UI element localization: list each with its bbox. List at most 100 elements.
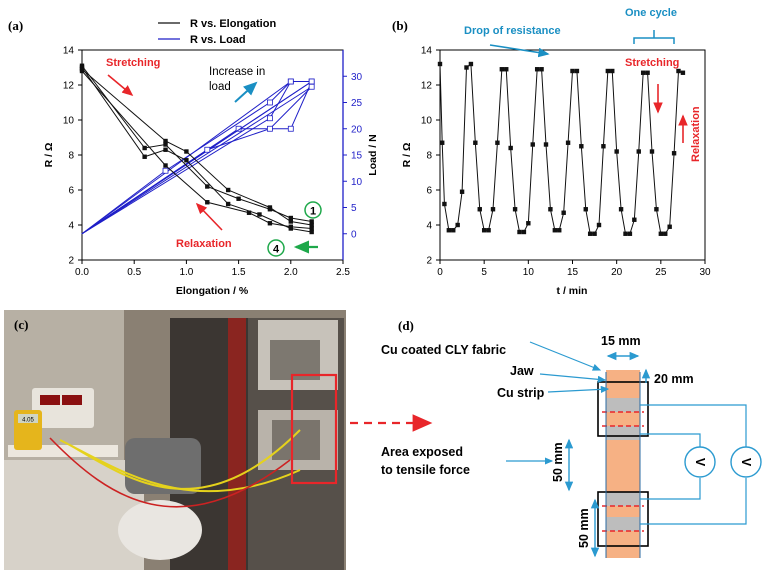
load-point (267, 125, 273, 132)
annotation-increase-line2: load (209, 81, 231, 93)
resistance-point (309, 219, 314, 224)
chart-a-y2-tick-label: 15 (351, 151, 363, 162)
resistance-time-point (654, 207, 659, 212)
resistance-time-point (440, 140, 445, 145)
cu-strip-top-2 (606, 426, 640, 440)
resistance-time-point (649, 149, 655, 154)
resistance-time-point (521, 229, 527, 235)
gauge-label-2: 50 mm (577, 508, 591, 548)
resistance-time-point (473, 140, 478, 145)
chart-a-y-tick-label: 8 (68, 151, 74, 162)
chart-a-y-tick-label: 12 (63, 81, 75, 92)
voltmeter-outer-label: V (739, 458, 753, 467)
photo-table (4, 460, 144, 570)
chart-a-y2-tick-label: 25 (351, 98, 363, 109)
resistance-time-point (490, 207, 496, 212)
specimen-diagram: 15 mm 20 mm 50 mm 50 mm Cu coated CLY fa… (381, 334, 762, 558)
resistance-time-point (468, 61, 474, 67)
annotation-one-cycle: One cycle (625, 7, 677, 19)
resistance-point (267, 205, 273, 210)
chart-a-y2-tick-label: 20 (351, 124, 363, 135)
resistance-time-point (658, 231, 664, 236)
resistance-time-point (671, 151, 677, 156)
chart-b-y-tick-label: 14 (421, 46, 433, 57)
chart-a-y-tick-label: 4 (68, 221, 74, 232)
label-area-line2: to tensile force (381, 463, 470, 477)
resistance-time-point (574, 68, 580, 74)
resistance-point (267, 221, 273, 226)
annotation-drop: Drop of resistance (464, 25, 561, 37)
chart-b-x-tick-label: 15 (567, 267, 579, 278)
resistance-time-point (614, 149, 619, 154)
annotation-relaxation: Relaxation (176, 238, 232, 250)
chart-b-x-tick-label: 0 (437, 267, 443, 278)
resistance-point (205, 184, 210, 189)
resistance-time-point (601, 144, 606, 149)
chart-a-y2-tick-label: 0 (351, 229, 357, 240)
jaw-top (597, 381, 649, 437)
voltmeter-inner-label: V (693, 458, 707, 467)
voltmeter-outer (730, 446, 762, 478)
resistance-point (163, 147, 168, 152)
load-point (162, 167, 169, 174)
chart-a-x-tick-label: 1.5 (232, 267, 246, 278)
chart-a-y-label: R / Ω (43, 143, 55, 168)
resistance-point (288, 219, 293, 224)
resistance-point (288, 215, 293, 221)
resistance-time-point (627, 231, 633, 236)
resistance-time-line (439, 63, 684, 235)
photo-display-right (62, 395, 82, 405)
chart-b-y-tick-label: 8 (426, 151, 432, 162)
photo-clamp-jaw-top (270, 340, 320, 380)
photo-clamp-jaw-bottom (272, 420, 320, 460)
chart-b-y-tick-label: 12 (421, 81, 433, 92)
chart-a-y-tick-label: 10 (63, 116, 75, 127)
annotation-stretching: Stretching (106, 57, 160, 69)
label-fabric: Cu coated CLY fabric (381, 343, 506, 357)
resistance-time-point (548, 207, 553, 212)
resistance-point (309, 222, 314, 228)
legend-label-resistance: R vs. Elongation (190, 18, 276, 30)
relaxation-arrow (195, 202, 223, 231)
resistance-time-point (636, 149, 641, 154)
resistance-time-point (592, 231, 597, 236)
resistance-point (163, 142, 168, 147)
chart-a-y2-tick-label: 5 (351, 203, 357, 214)
resistance-time-point (570, 68, 575, 74)
resistance-time-point (499, 67, 505, 72)
resistance-time-point (565, 140, 571, 145)
panel-label-d: (d) (398, 318, 414, 333)
legend-label-load: R vs. Load (190, 34, 246, 46)
load-cycle-line-3 (81, 86, 313, 235)
resistance-point (246, 210, 252, 215)
chart-b-y-tick-label: 6 (426, 186, 432, 197)
resistance-time-point (526, 221, 531, 226)
resistance-time-point (579, 144, 584, 149)
resistance-time-point (561, 210, 566, 215)
resistance-time-point (552, 228, 558, 233)
load-point (204, 146, 211, 153)
leader-fabric (529, 341, 602, 371)
label-area-line1: Area exposed (381, 445, 463, 459)
resistance-time-point (680, 70, 686, 75)
chart-a-x-label: Elongation / % (176, 285, 249, 297)
chart-b-x-tick-label: 5 (481, 267, 487, 278)
resistance-point (205, 200, 210, 205)
chart-b-x-tick-label: 20 (611, 267, 623, 278)
wire-inner-top (640, 433, 701, 447)
resistance-time-point (557, 228, 562, 233)
resistance-point (225, 187, 231, 193)
resistance-point (142, 145, 147, 151)
resistance-time-point (534, 67, 540, 72)
load-cycle-return-3 (81, 86, 312, 235)
cycle-1-label: 1 (310, 206, 316, 218)
cu-strip-top-1 (606, 398, 640, 412)
gauge-label-1: 50 mm (551, 442, 565, 482)
resistance-time-point (663, 231, 668, 236)
label-strip: Cu strip (497, 386, 545, 400)
chart-a-x-tick-label: 2.5 (336, 267, 350, 278)
photo-cable-3 (49, 437, 291, 508)
panel-label-c: (c) (14, 317, 28, 332)
load-point (267, 115, 273, 122)
wire-outer-bottom (640, 478, 747, 525)
